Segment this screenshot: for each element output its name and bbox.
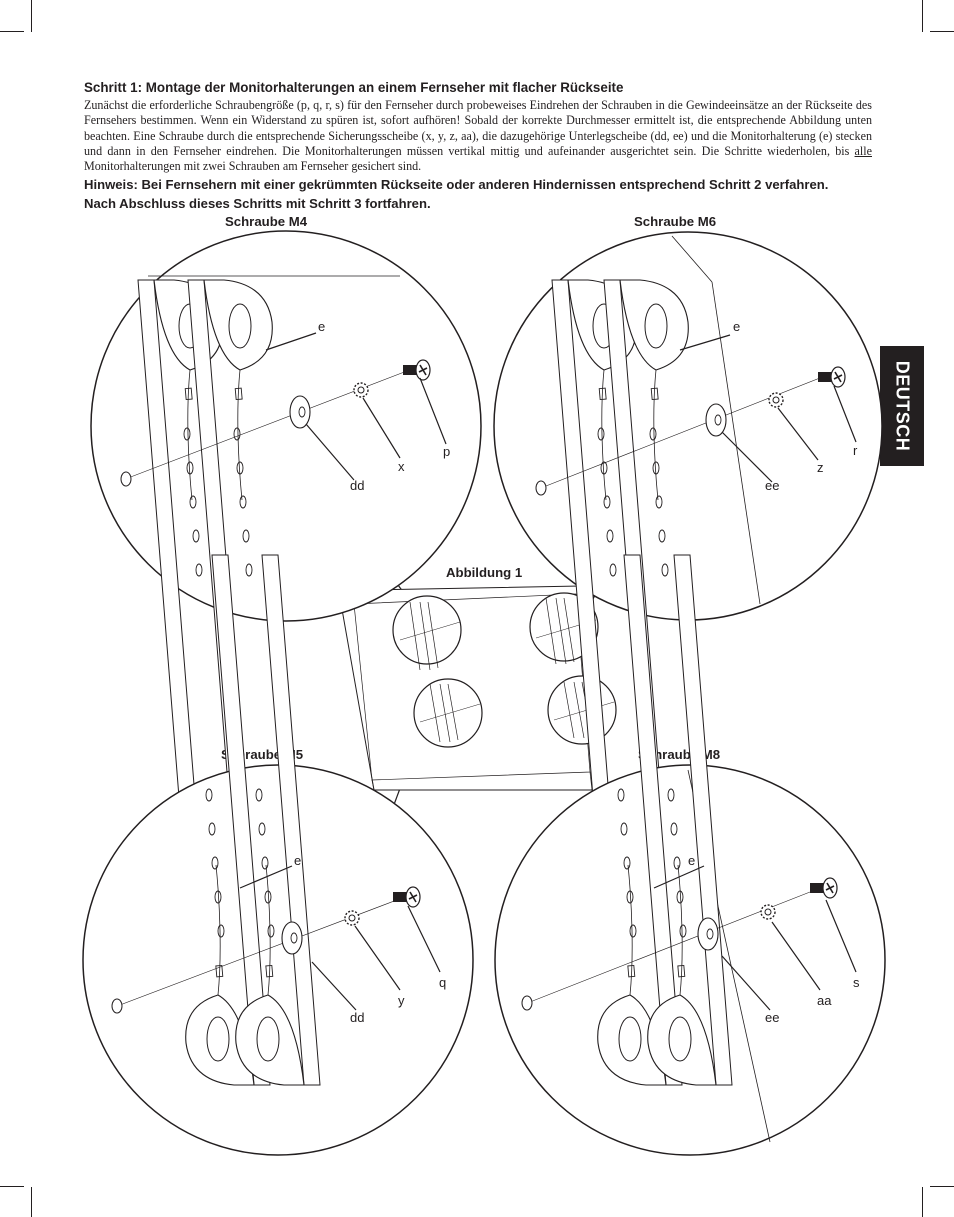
instructions-part-1: Zunächst die erforderliche Schraubengröß…	[84, 98, 872, 158]
callout-bracket-e: e	[688, 853, 695, 868]
callout-screw-r: r	[853, 443, 858, 458]
crop-mark	[930, 31, 954, 32]
detail-m4: e dd x p	[90, 230, 482, 811]
note-line-2: Nach Abschluss dieses Schritts mit Schri…	[84, 195, 431, 211]
callout-washer-ee: ee	[765, 1010, 779, 1025]
panel-title-m4: Schraube M4	[225, 214, 308, 229]
step-heading: Schritt 1: Montage der Monitorhalterunge…	[84, 80, 624, 95]
callout-washer-ee: ee	[765, 478, 779, 493]
crop-mark	[0, 31, 24, 32]
callout-screw-p: p	[443, 444, 450, 459]
overview-detail-m8	[547, 675, 617, 745]
step-instructions: Zunächst die erforderliche Schraubengröß…	[84, 98, 872, 174]
callout-washer-dd: dd	[350, 478, 364, 493]
callout-screw-q: q	[439, 975, 446, 990]
callout-washer-dd: dd	[350, 1010, 364, 1025]
callout-lockwasher-aa: aa	[817, 993, 832, 1008]
step-note: Hinweis: Bei Fernsehern mit einer gekrüm…	[84, 176, 884, 213]
note-line-1: Hinweis: Bei Fernsehern mit einer gekrüm…	[84, 177, 829, 192]
detail-m6: e ee z r	[493, 231, 883, 811]
instructions-emphasis: alle	[854, 143, 872, 158]
panel-title-m6: Schraube M6	[634, 214, 717, 229]
overview-detail-m4	[392, 595, 462, 671]
language-tab: DEUTSCH	[880, 346, 924, 466]
crop-mark	[0, 1186, 24, 1187]
callout-screw-s: s	[853, 975, 860, 990]
figure-title: Abbildung 1	[446, 565, 523, 580]
callout-lockwasher-z: z	[817, 460, 824, 475]
callout-bracket-e: e	[294, 853, 301, 868]
callout-lockwasher-y: y	[398, 993, 405, 1008]
instructions-part-2: Monitorhalterungen mit zwei Schrauben am…	[84, 159, 422, 174]
detail-m5: e dd y q	[82, 554, 474, 1156]
crop-mark	[930, 1186, 954, 1187]
callout-bracket-e: e	[318, 319, 325, 334]
callout-lockwasher-x: x	[398, 459, 405, 474]
crop-mark	[922, 0, 923, 32]
crop-mark	[31, 0, 32, 32]
detail-m8: e ee aa s	[494, 554, 886, 1156]
crop-mark	[922, 1187, 923, 1217]
callout-bracket-e: e	[733, 319, 740, 334]
overview-detail-m5	[413, 678, 483, 748]
crop-mark	[31, 1187, 32, 1217]
